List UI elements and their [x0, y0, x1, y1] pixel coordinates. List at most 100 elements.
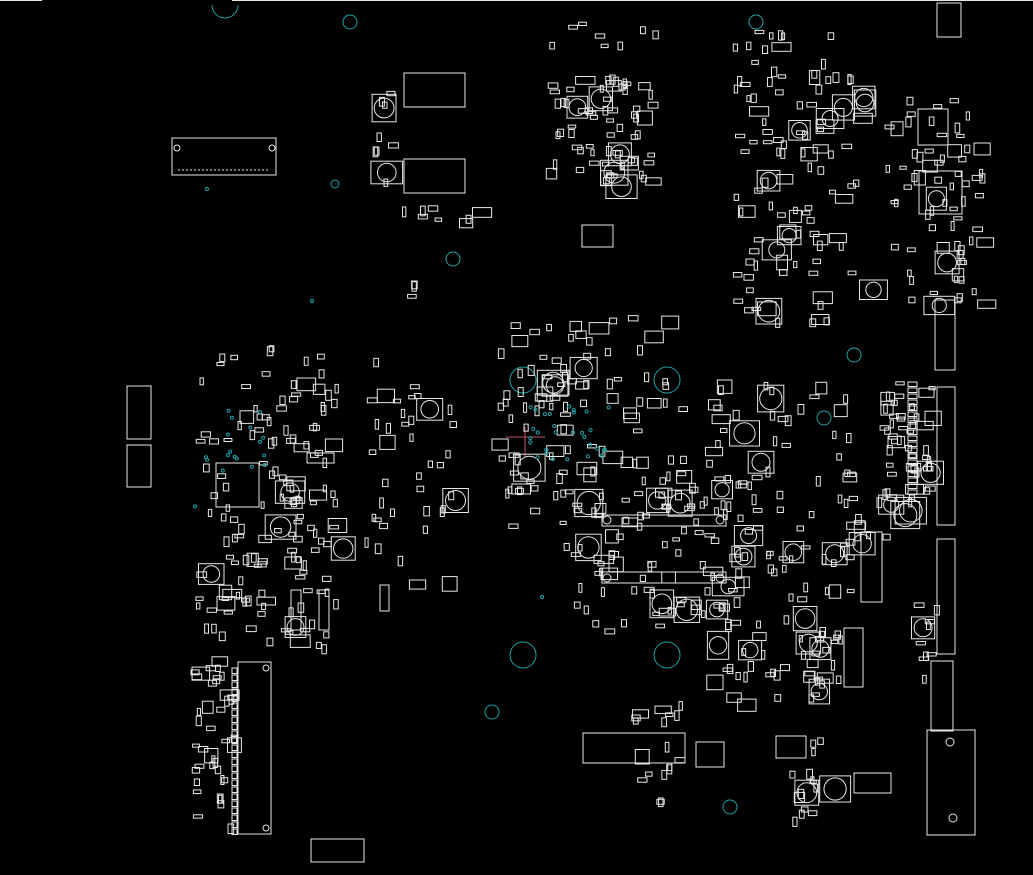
smd-part[interactable] [590, 149, 595, 157]
smd-part[interactable] [204, 623, 210, 634]
smd-part[interactable] [729, 553, 742, 563]
smd-part[interactable] [822, 646, 831, 654]
smd-part[interactable] [922, 674, 927, 684]
smd-part[interactable] [674, 757, 686, 764]
smd-part[interactable] [746, 287, 754, 294]
component-right-top-chip[interactable] [917, 108, 949, 146]
smd-part[interactable] [612, 149, 623, 156]
smd-part[interactable] [813, 783, 819, 793]
smd-part[interactable] [911, 173, 918, 183]
smd-part[interactable] [766, 550, 774, 556]
smd-part[interactable] [956, 250, 964, 259]
smd-part[interactable] [321, 575, 332, 582]
smd-part[interactable] [609, 74, 616, 85]
smd-part[interactable] [928, 116, 935, 126]
smd-part[interactable] [923, 295, 956, 316]
smd-part[interactable] [762, 129, 773, 135]
mounting-hole[interactable] [330, 179, 340, 189]
smd-part[interactable] [793, 791, 806, 804]
smd-part[interactable] [616, 123, 624, 133]
smd-part[interactable] [793, 260, 798, 269]
smd-part[interactable] [297, 602, 305, 613]
smd-part[interactable] [439, 507, 445, 517]
smd-part[interactable] [245, 625, 257, 633]
smd-part[interactable] [776, 147, 781, 157]
smd-part[interactable] [647, 101, 659, 109]
smd-part[interactable] [563, 543, 570, 551]
smd-part[interactable] [564, 489, 574, 495]
smd-part[interactable] [775, 317, 781, 328]
smd-part[interactable] [638, 82, 651, 91]
smd-part[interactable] [274, 528, 282, 534]
smd-part[interactable] [268, 438, 275, 449]
smd-part[interactable] [833, 634, 841, 640]
smd-part[interactable] [191, 673, 203, 681]
smd-part[interactable] [833, 404, 848, 418]
smd-part[interactable] [828, 150, 834, 159]
smd-part[interactable] [637, 777, 648, 783]
smd-part[interactable] [191, 767, 201, 774]
smd-part[interactable] [606, 80, 622, 92]
smd-part[interactable] [753, 525, 764, 531]
smd-part[interactable] [575, 166, 585, 174]
smd-part[interactable] [792, 606, 818, 632]
smd-part[interactable] [636, 110, 653, 126]
smd-part[interactable] [320, 402, 325, 412]
smd-part[interactable] [949, 206, 958, 212]
smd-part[interactable] [737, 514, 744, 522]
smd-part[interactable] [954, 170, 962, 177]
component-bottom-center-connector[interactable] [582, 732, 686, 764]
smd-part[interactable] [585, 144, 594, 149]
smd-part[interactable] [606, 132, 615, 138]
smd-part[interactable] [675, 490, 682, 501]
smd-part[interactable] [724, 475, 732, 484]
smd-part[interactable] [216, 793, 224, 804]
smd-part[interactable] [633, 428, 643, 434]
smd-part[interactable] [899, 165, 907, 170]
smd-part[interactable] [808, 270, 819, 276]
smd-part[interactable] [846, 433, 852, 444]
smd-part[interactable] [816, 240, 823, 252]
smd-part[interactable] [815, 108, 845, 129]
smd-part[interactable] [734, 547, 741, 558]
smd-part[interactable] [743, 671, 748, 683]
smd-part[interactable] [969, 236, 974, 246]
smd-part[interactable] [714, 476, 725, 482]
smd-part[interactable] [313, 528, 318, 538]
smd-part[interactable] [956, 293, 963, 302]
smd-part[interactable] [607, 142, 632, 167]
smd-part[interactable] [211, 623, 217, 634]
smd-part[interactable] [408, 579, 427, 590]
smd-part[interactable] [256, 596, 276, 606]
smd-part[interactable] [416, 398, 444, 421]
smd-part[interactable] [886, 494, 898, 501]
smd-part[interactable] [605, 75, 612, 85]
smd-part[interactable] [594, 33, 606, 39]
smd-part[interactable] [810, 739, 817, 748]
smd-part[interactable] [511, 483, 531, 495]
smd-part[interactable] [744, 529, 754, 535]
smd-part[interactable] [560, 97, 566, 108]
smd-part[interactable] [645, 177, 662, 186]
smd-part[interactable] [929, 206, 935, 216]
smd-part[interactable] [926, 621, 931, 630]
smd-part[interactable] [636, 397, 644, 407]
component-top-left-connector[interactable] [171, 137, 277, 176]
smd-part[interactable] [958, 155, 967, 163]
smd-part[interactable] [325, 389, 332, 401]
smd-part[interactable] [880, 400, 894, 416]
smd-part[interactable] [973, 142, 991, 156]
smd-part[interactable] [568, 129, 575, 138]
smd-part[interactable] [843, 394, 849, 404]
smd-part[interactable] [661, 571, 676, 584]
smd-part[interactable] [922, 159, 938, 173]
smd-part[interactable] [666, 471, 671, 482]
smd-part[interactable] [738, 205, 756, 218]
mounting-hole[interactable] [653, 641, 681, 669]
component-bga-chip-1[interactable] [403, 72, 466, 108]
smd-part[interactable] [547, 82, 559, 89]
smd-part[interactable] [196, 707, 201, 716]
smd-part[interactable] [773, 670, 781, 681]
smd-part[interactable] [219, 353, 226, 363]
smd-part[interactable] [332, 498, 338, 508]
